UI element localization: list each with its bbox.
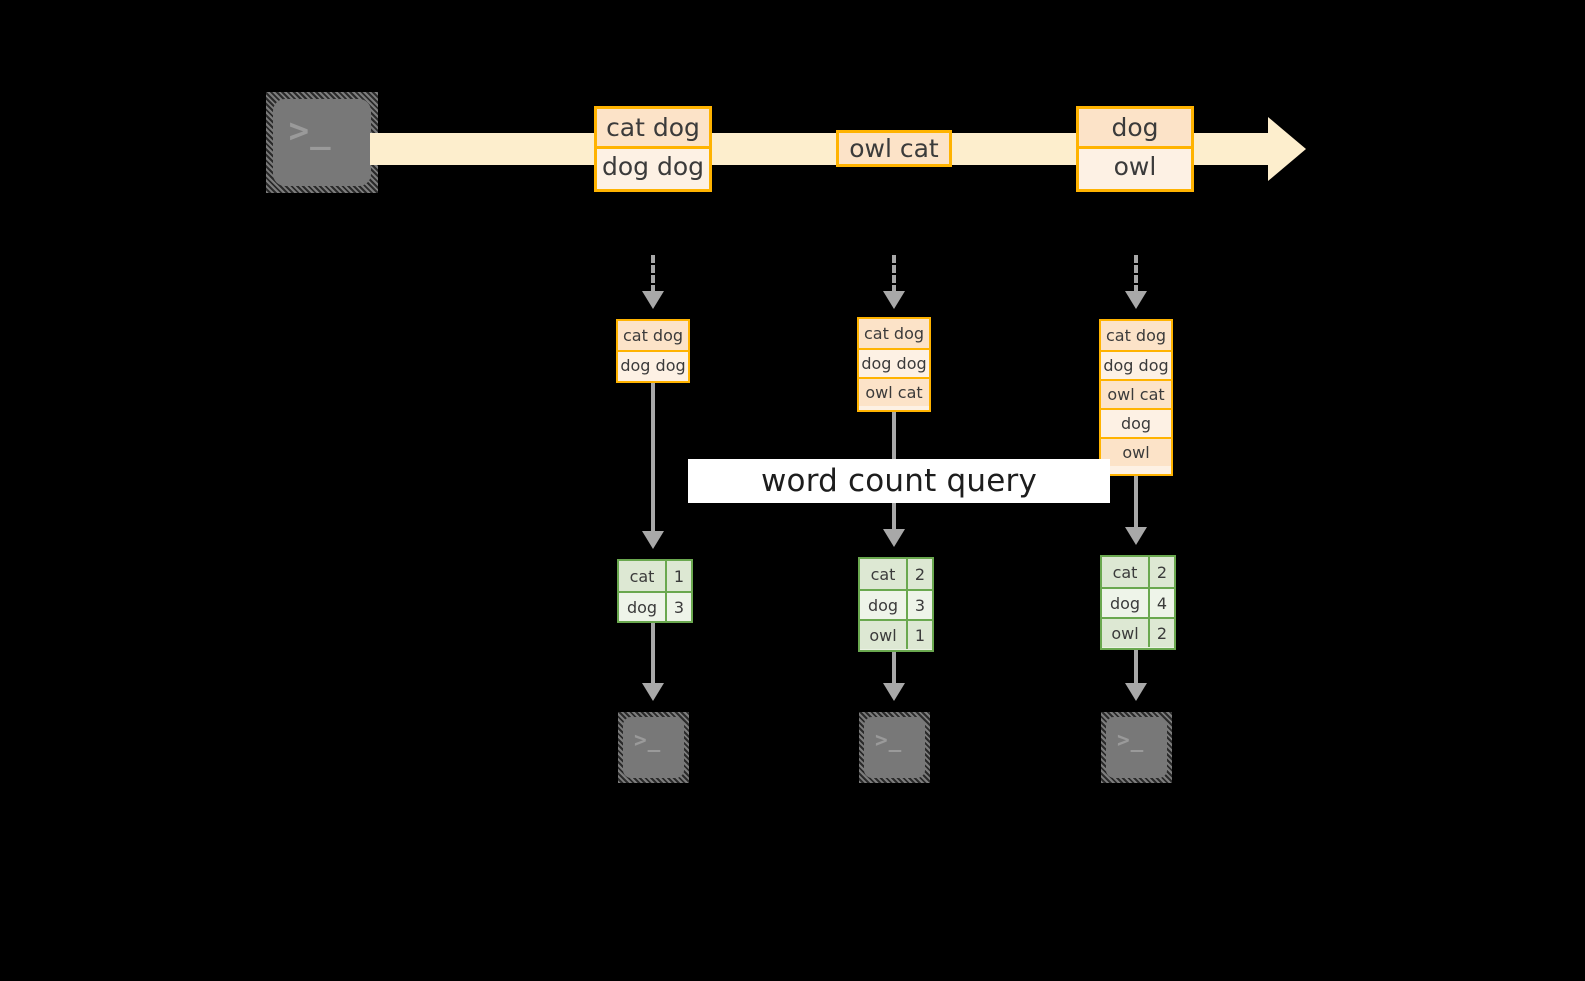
table-row: owl 1 [860,619,932,649]
snapshot-1-tap-arrowhead [642,291,664,309]
snapshot-3-query-arrowhead [1125,527,1147,545]
state-row: cat dog [859,319,929,348]
result-value: 2 [1148,557,1174,587]
state-row: dog dog [859,348,929,377]
snapshot-1-sink-arrowhead [642,683,664,701]
result-key: cat [860,559,906,589]
result-value: 4 [1148,589,1174,617]
snapshot-3-result-table: cat 2 dog 4 owl 2 [1100,555,1176,650]
table-row: dog 3 [619,591,691,621]
source-terminal-icon: >_ [266,92,378,193]
state-row: owl cat [1101,379,1171,408]
state-row: owl cat [859,377,929,406]
snapshot-2-tap-arrowhead [883,291,905,309]
table-row: dog 3 [860,589,932,619]
snapshot-3-tap-line [1134,255,1138,293]
snapshot-3-query-line [1134,476,1138,529]
state-row: cat dog [618,321,688,350]
table-row: dog 4 [1102,587,1174,617]
table-row: cat 2 [860,559,932,589]
stream-record-row: dog dog [597,146,709,183]
snapshot-2-query-arrowhead [883,529,905,547]
result-value: 2 [906,559,932,589]
stream-record-row: dog [1079,109,1191,146]
terminal-body: >_ [273,99,371,186]
result-key: owl [1102,619,1148,647]
state-row: dog dog [618,350,688,379]
snapshot-2-sink-terminal-icon: >_ [859,712,930,783]
result-key: dog [860,591,906,619]
query-label: word count query [688,459,1110,503]
result-value: 3 [665,593,691,621]
terminal-prompt-glyph: >_ [1116,728,1145,753]
snapshot-1-sink-line [651,623,655,685]
snapshot-3-sink-line [1134,650,1138,685]
terminal-prompt-glyph: >_ [874,728,903,753]
table-row: owl 2 [1102,617,1174,647]
terminal-body: >_ [1106,717,1167,778]
stream-record-group-1: cat dog dog dog [594,106,712,192]
snapshot-1-sink-terminal-icon: >_ [618,712,689,783]
snapshot-2-state-box: cat dog dog dog owl cat [857,317,931,412]
snapshot-2-sink-arrowhead [883,683,905,701]
table-row: cat 1 [619,561,691,591]
result-value: 3 [906,591,932,619]
snapshot-3-sink-arrowhead [1125,683,1147,701]
snapshot-1-query-arrowhead [642,531,664,549]
terminal-body: >_ [864,717,925,778]
snapshot-2-sink-line [892,652,896,685]
stream-record-group-3: dog owl [1076,106,1194,192]
result-key: cat [1102,557,1148,587]
terminal-prompt-glyph: >_ [288,110,332,151]
snapshot-1-tap-line [651,255,655,293]
snapshot-3-state-box: cat dog dog dog owl cat dog owl [1099,319,1173,476]
result-value: 2 [1148,619,1174,647]
snapshot-2-tap-line [892,255,896,293]
stream-record-row: owl cat [839,133,949,164]
result-key: cat [619,561,665,591]
state-row: owl [1101,437,1171,466]
state-row: dog dog [1101,350,1171,379]
stream-record-row: owl [1079,146,1191,183]
stream-arrowhead [1268,117,1306,181]
table-row: cat 2 [1102,557,1174,587]
snapshot-1-result-table: cat 1 dog 3 [617,559,693,623]
snapshot-3-sink-terminal-icon: >_ [1101,712,1172,783]
result-key: dog [1102,589,1148,617]
snapshot-1-query-line [651,383,655,533]
stream-record-row: cat dog [597,109,709,146]
state-row: dog [1101,408,1171,437]
stream-record-group-2: owl cat [836,130,952,167]
snapshot-3-tap-arrowhead [1125,291,1147,309]
terminal-prompt-glyph: >_ [633,728,662,753]
result-value: 1 [906,621,932,649]
snapshot-2-result-table: cat 2 dog 3 owl 1 [858,557,934,652]
result-value: 1 [665,561,691,591]
terminal-body: >_ [623,717,684,778]
result-key: owl [860,621,906,649]
state-row: cat dog [1101,321,1171,350]
result-key: dog [619,593,665,621]
snapshot-1-state-box: cat dog dog dog [616,319,690,383]
